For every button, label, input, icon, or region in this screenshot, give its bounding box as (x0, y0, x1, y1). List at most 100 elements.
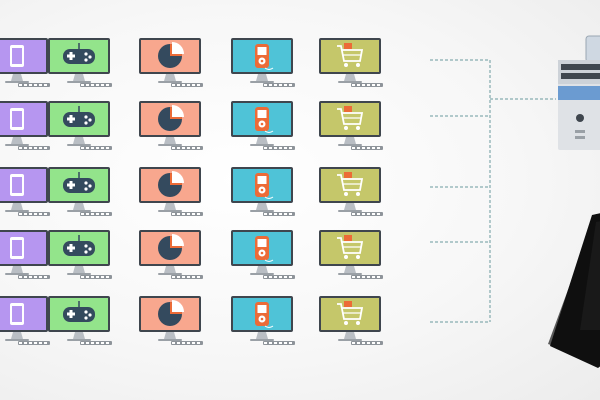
monitor-stand (73, 266, 85, 273)
monitor (319, 101, 383, 150)
control-strip (171, 146, 203, 150)
monitor-base (5, 144, 29, 146)
pie-chart-icon (158, 105, 184, 131)
gamepad-icon (63, 301, 95, 322)
monitor (0, 230, 50, 279)
control-strip (18, 146, 50, 150)
control-strip (171, 83, 203, 87)
monitor-stand (11, 137, 23, 144)
monitor (139, 230, 203, 279)
tablet-icon (10, 174, 24, 196)
monitor (319, 38, 383, 87)
monitor-base (338, 144, 362, 146)
monitor-stand (256, 74, 268, 81)
monitor-base (250, 273, 274, 275)
shopping-cart-icon (337, 106, 364, 130)
monitor (139, 101, 203, 150)
monitor (48, 296, 112, 345)
monitor-base (338, 273, 362, 275)
monitor-stand (73, 332, 85, 339)
control-strip (351, 275, 383, 279)
monitor-stand (344, 74, 356, 81)
monitor-base (5, 273, 29, 275)
monitor-stand (164, 203, 176, 210)
monitor (319, 230, 383, 279)
monitor-base (5, 210, 29, 212)
monitor-base (338, 339, 362, 341)
tablet-icon (10, 303, 24, 325)
control-strip (351, 83, 383, 87)
gamepad-icon (63, 235, 95, 256)
control-strip (351, 212, 383, 216)
monitor-stand (344, 137, 356, 144)
pie-chart-icon (158, 42, 184, 68)
connector-lines (430, 59, 556, 323)
monitor-base (67, 339, 91, 341)
monitor-base (67, 144, 91, 146)
tablet-device-icon (548, 213, 600, 368)
control-strip (18, 275, 50, 279)
control-strip (263, 341, 295, 345)
control-strip (171, 275, 203, 279)
control-strip (80, 341, 112, 345)
control-strip (80, 212, 112, 216)
music-player-icon (255, 236, 274, 262)
monitor-base (5, 81, 29, 83)
gamepad-icon (63, 43, 95, 64)
control-strip (80, 146, 112, 150)
monitor (139, 296, 203, 345)
control-strip (351, 146, 383, 150)
monitor-base (158, 81, 182, 83)
monitor-stand (344, 332, 356, 339)
monitor-stand (164, 266, 176, 273)
monitor (231, 101, 295, 150)
shopping-cart-icon (337, 301, 364, 325)
monitor-stand (11, 332, 23, 339)
control-strip (80, 83, 112, 87)
monitor-stand (256, 332, 268, 339)
monitor-base (67, 210, 91, 212)
monitor-stand (11, 203, 23, 210)
monitor (0, 296, 50, 345)
tablet-icon (10, 45, 24, 67)
monitor (231, 167, 295, 216)
monitor-base (67, 273, 91, 275)
control-strip (18, 83, 50, 87)
monitor-base (158, 144, 182, 146)
control-strip (351, 341, 383, 345)
monitor-stand (256, 203, 268, 210)
server-icon (558, 35, 600, 150)
monitor-stand (164, 332, 176, 339)
monitor-stand (344, 203, 356, 210)
monitor-stand (256, 137, 268, 144)
monitor-base (338, 81, 362, 83)
shopping-cart-icon (337, 43, 364, 67)
shopping-cart-icon (337, 235, 364, 259)
control-strip (18, 341, 50, 345)
tablet-icon (10, 108, 24, 130)
monitor (48, 230, 112, 279)
shopping-cart-icon (337, 172, 364, 196)
monitor (139, 38, 203, 87)
monitor-stand (73, 137, 85, 144)
monitor-base (250, 339, 274, 341)
monitor-base (250, 210, 274, 212)
monitor-stand (11, 74, 23, 81)
monitor-stand (164, 137, 176, 144)
monitor (319, 296, 383, 345)
control-strip (80, 275, 112, 279)
monitor-stand (164, 74, 176, 81)
monitor (231, 38, 295, 87)
tablet-icon (10, 237, 24, 259)
monitor-stand (73, 74, 85, 81)
monitor (48, 101, 112, 150)
monitor (0, 38, 50, 87)
music-player-icon (255, 302, 274, 328)
monitor-base (158, 273, 182, 275)
monitor-base (5, 339, 29, 341)
control-strip (263, 146, 295, 150)
music-player-icon (255, 173, 274, 199)
control-strip (171, 341, 203, 345)
monitor (319, 167, 383, 216)
